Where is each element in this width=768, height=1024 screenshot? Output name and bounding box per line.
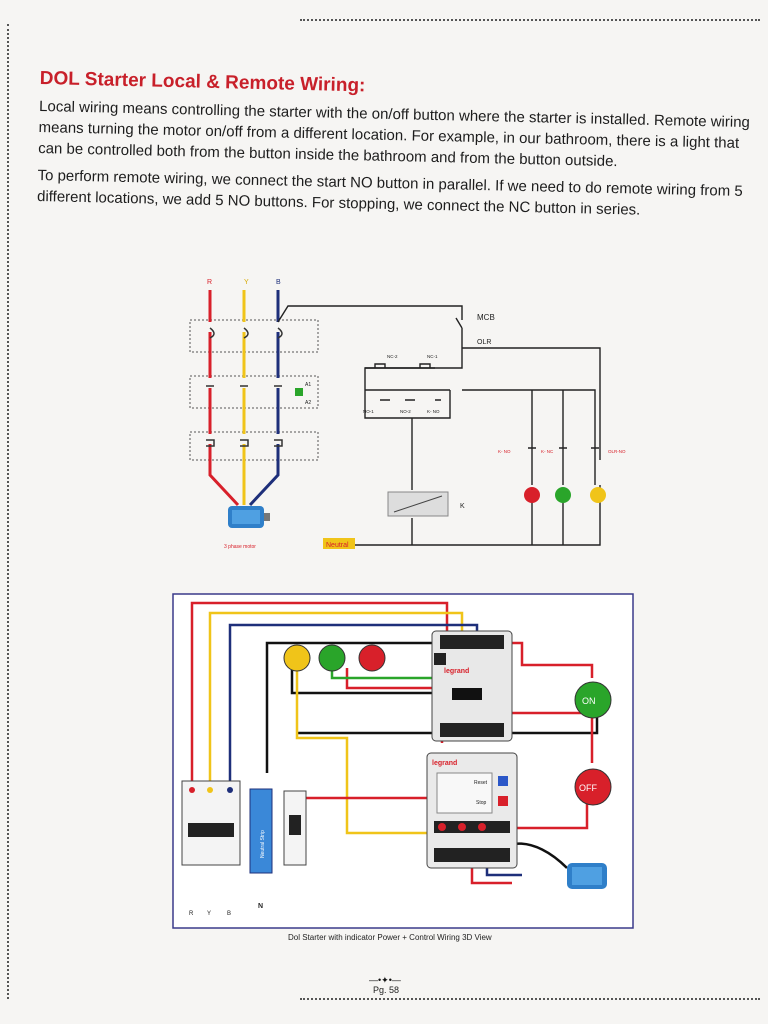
neutral-return-wire [355,485,601,546]
kno-lamp-label: K- NO [498,449,511,454]
page-number: Pg. 58 [373,985,400,995]
contactor-brand: legrand [444,668,469,675]
wire-b-main [228,623,479,787]
nc2-label: NC-2 [387,354,398,359]
reset-label: Reset [474,780,488,786]
contactor-box [189,375,319,409]
no1-label: NO-1 [363,409,374,414]
stop-label: Stop [476,800,487,806]
control-supply-wire [277,305,463,323]
relay-terminal [458,823,466,831]
indicator-yellow [283,644,311,672]
indicator-branches [531,390,596,485]
mcb-label: MCB [477,313,495,322]
lamp-green [555,487,571,503]
no2-label: NO-2 [400,409,411,414]
figure-caption: Dol Starter with indicator Power + Contr… [288,933,492,942]
mcb-b-label: B [227,911,231,917]
coil-k-symbol [387,491,449,517]
on-button-label: ON [582,696,596,706]
contactor-unit [431,630,513,742]
motor-3d-icon [567,863,607,889]
mcb-r-label: R [189,911,194,917]
dol-3d-wiring-view: legrand legrand Reset Stop ON OFF [172,593,634,929]
nc1-label: NC-1 [427,354,438,359]
three-pole-mcb [181,780,241,866]
dol-schematic-diagram: R Y B A1 A2 3 phase motor [189,279,626,550]
overload-relay-unit [426,752,518,869]
phase-b-wire [248,290,280,507]
indicator-green [318,644,346,672]
lamp-red [524,487,540,503]
off-button-label: OFF [579,783,597,793]
phase-r-label: R [207,279,212,286]
mcb-y-label: Y [207,911,211,917]
reset-button[interactable] [498,776,508,786]
indicator-bus [462,389,596,430]
wire-yellow-lamp [295,663,442,835]
overload-box [189,431,319,461]
relay-terminal [478,823,486,831]
wire-on-return [502,641,594,678]
left-dotted-border [7,24,9,999]
olr-label: OLR [477,339,491,346]
page-ornament: —•✦•— [369,975,401,985]
neutral-strip-label: Neutral Strip [260,830,266,858]
top-dotted-border [300,19,760,21]
neutral-tag [323,538,355,549]
phase-y-label: Y [244,279,249,286]
single-pole-mcb [283,790,307,866]
paragraph-local-remote: Local wiring means controlling the start… [37,97,751,171]
indicator-red [358,644,386,672]
olr-wire [364,348,463,390]
knc-label: K- NC [541,449,554,454]
neutral-n-label: N [258,903,263,910]
text-block: DOL Starter Local & Remote Wiring: Local… [37,68,758,229]
coil-diagonal [393,495,443,513]
mcb-switch [455,317,463,348]
mcb-box [189,319,319,353]
on-push-button[interactable] [574,681,612,719]
a2-label: A2 [305,400,311,406]
bottom-dotted-border [300,998,760,1000]
coil-k-label: K [460,503,465,510]
mcb-contacts [209,327,283,339]
relay-terminal [438,823,446,831]
a1-label: A1 [305,382,311,388]
neutral-label: Neutral [326,542,349,549]
overload-elements [206,439,283,447]
nc-buttons [374,363,431,368]
stop-button[interactable] [498,796,508,806]
relay-brand: legrand [432,760,457,767]
off-push-button[interactable] [574,768,612,806]
kno-label: K- NO [427,409,440,414]
neutral-strip [249,788,273,874]
motor-icon [228,506,270,528]
start-parallel [364,389,451,419]
paragraph-remote-wiring: To perform remote wiring, we connect the… [36,166,743,219]
contactor-coil-symbol [295,388,303,396]
motor-label: 3 phase motor [224,544,256,550]
indicator-feed-wire [462,347,601,460]
phase-b-label: B [276,279,281,286]
wire-r-main [190,601,449,787]
lamp-yellow [590,487,606,503]
wire-y-main [208,611,464,787]
phase-r-wire [208,290,240,507]
olrno-label: OLR-NO [608,449,626,454]
